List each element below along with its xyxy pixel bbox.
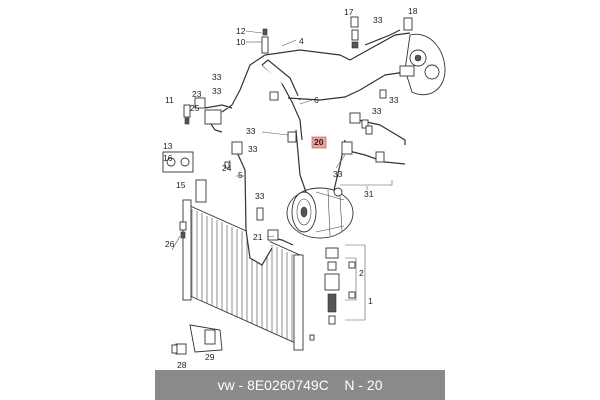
highlight-box xyxy=(311,136,327,149)
callout-6: 6 xyxy=(314,95,319,105)
callout-24: 24 xyxy=(222,163,232,173)
brand-label: vw xyxy=(217,377,235,393)
callout-1: 1 xyxy=(368,296,373,306)
callout-17: 17 xyxy=(344,7,354,17)
callout-33g: 33 xyxy=(372,106,382,116)
callout-5: 5 xyxy=(238,170,243,180)
callout-18: 18 xyxy=(408,6,418,16)
callout-33i: 33 xyxy=(255,191,265,201)
callout-23: 23 xyxy=(192,89,202,99)
condenser xyxy=(182,179,304,351)
callout-33b: 33 xyxy=(212,72,222,82)
callout-16: 16 xyxy=(163,153,173,163)
compressor xyxy=(286,187,354,239)
parts-diagram: 1 2 4 5 6 10 11 12 13 15 16 17 18 20 21 … xyxy=(162,6,446,370)
callout-33c: 33 xyxy=(212,86,222,96)
callout-33a: 33 xyxy=(373,15,383,25)
callout-10: 10 xyxy=(236,37,246,47)
callout-12: 12 xyxy=(236,26,246,36)
callout-28: 28 xyxy=(177,360,187,370)
callout-33h: 33 xyxy=(333,169,343,179)
part-number: 8E0260749C xyxy=(247,377,329,393)
callout-labels: 1 2 4 5 6 10 11 12 13 15 16 17 18 20 21 … xyxy=(163,6,418,370)
callout-13: 13 xyxy=(163,141,173,151)
position-label: N - 20 xyxy=(344,377,383,393)
callout-20: 20 xyxy=(314,137,324,147)
callout-4: 4 xyxy=(299,36,304,46)
callout-11: 11 xyxy=(165,95,174,105)
fittings xyxy=(162,16,413,355)
refrigerant-lines xyxy=(204,32,411,266)
callout-2: 2 xyxy=(359,268,364,278)
callout-25: 25 xyxy=(190,103,200,113)
leader-lines xyxy=(171,30,393,251)
callout-33d: 33 xyxy=(246,126,256,136)
part-info-bar: vw - 8E0260749C N - 20 xyxy=(155,370,445,400)
callout-33f: 33 xyxy=(389,95,399,105)
callout-21: 21 xyxy=(253,232,263,242)
callout-33e: 33 xyxy=(248,144,258,154)
callout-15: 15 xyxy=(176,180,186,190)
callout-26: 26 xyxy=(165,239,175,249)
receiver-drier xyxy=(324,244,366,325)
evaporator-housing xyxy=(399,33,446,96)
callout-29: 29 xyxy=(205,352,215,362)
brand-separator: - xyxy=(234,377,248,393)
callout-31: 31 xyxy=(364,189,374,199)
